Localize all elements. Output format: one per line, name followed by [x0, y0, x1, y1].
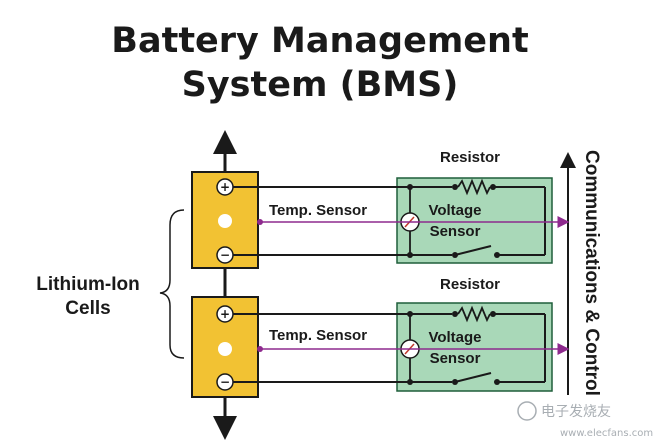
resistor-top	[457, 178, 491, 196]
cells-label-line-1: Lithium-Ion	[36, 274, 139, 295]
watermark: 电子发烧友 www.elecfans.com	[517, 401, 653, 439]
resistor-bottom	[457, 305, 491, 323]
temp-probe-bottom	[257, 346, 263, 352]
cells-label-line-2: Cells	[65, 298, 110, 319]
communications-label: Communications & Control	[581, 150, 602, 396]
temp-sensor-label-bottom: Temp. Sensor	[269, 327, 367, 344]
sense-node-top-a	[407, 184, 413, 190]
title-line-1: Battery Management	[111, 21, 528, 61]
sense-node-bottom-b	[407, 379, 413, 385]
resistor-node-left-top	[452, 184, 458, 190]
terminal-positive-top-symbol: +	[220, 180, 230, 194]
resistor-label-bottom: Resistor	[440, 276, 500, 293]
sensor-label-bottom: Sensor	[430, 350, 481, 367]
cell-indicator-top	[218, 214, 232, 228]
voltage-label-top: Voltage	[428, 202, 481, 219]
terminal-positive-bottom-symbol: +	[220, 307, 230, 321]
switch-top	[454, 245, 492, 256]
sense-node-bottom-a	[407, 311, 413, 317]
module-top: + − Resistor Temp. Sensor Voltage	[191, 149, 570, 269]
module-bottom: + − Resistor Temp. Sensor Voltage Sensor	[191, 276, 570, 398]
terminal-negative-bottom-symbol: −	[220, 375, 230, 389]
voltage-label-bottom: Voltage	[428, 329, 481, 346]
resistor-label-top: Resistor	[440, 149, 500, 166]
sensor-label-top: Sensor	[430, 223, 481, 240]
title-line-2: System (BMS)	[182, 65, 459, 105]
cell-indicator-bottom	[218, 342, 232, 356]
temp-sensor-label-top: Temp. Sensor	[269, 202, 367, 219]
sense-node-top-b	[407, 252, 413, 258]
resistor-node-left-bottom	[452, 311, 458, 317]
watermark-brand: 电子发烧友	[541, 404, 611, 420]
cells-brace	[159, 209, 185, 359]
terminal-negative-top-symbol: −	[220, 248, 230, 262]
temp-probe-top	[257, 219, 263, 225]
watermark-url: www.elecfans.com	[560, 428, 653, 439]
switch-bottom	[454, 372, 492, 383]
watermark-logo-icon	[517, 401, 537, 421]
sensor-board-top	[396, 177, 553, 264]
